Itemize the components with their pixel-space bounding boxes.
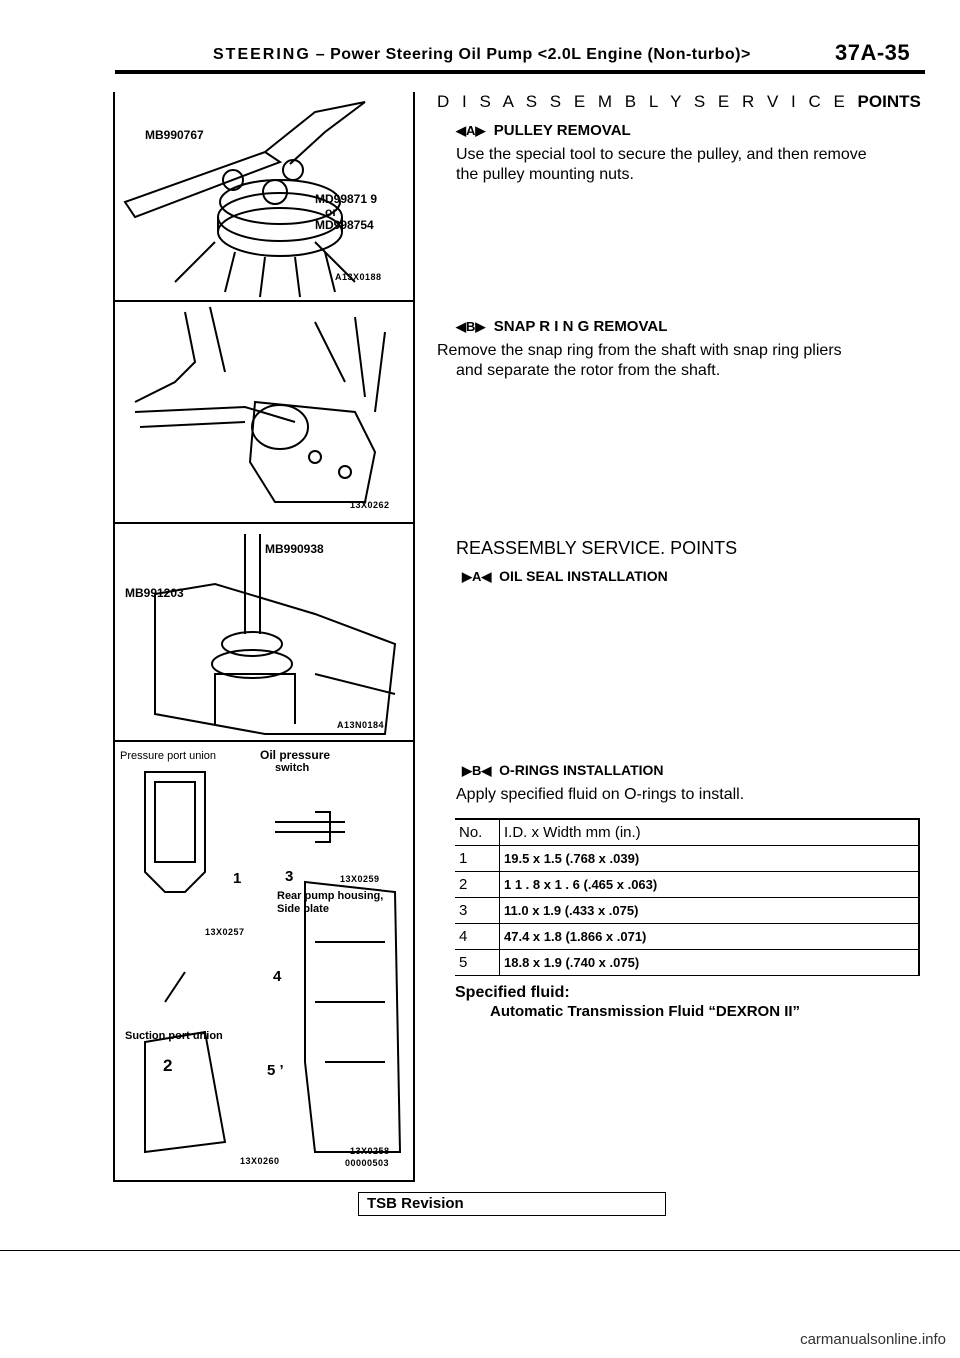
figure-snap-ring-removal: 13X0262 [115,302,413,524]
tool-label-or: or [325,205,337,219]
reassembly-a-marker: ▶A◀ [462,569,492,584]
table-header-no: No. [455,818,500,846]
step-a-marker: ◀A▶ [456,123,486,138]
disassembly-heading: D I S A S S E M B L Y S E R V I C E POIN… [437,92,921,112]
header-section: STEERING [213,46,311,63]
table-cell-no: 4 [455,923,500,950]
oil-seal-tool-illustration [154,534,397,735]
page-header: STEERING – Power Steering Oil Pump <2.0L… [213,40,910,65]
reassembly-b-title: ▶B◀ O-RINGS INSTALLATION [462,762,664,779]
table-row: 5 18.8 x 1.9 (.740 x .075) [455,949,920,976]
header-engine: Engine [586,46,643,63]
page-number: 37A-35 [835,40,911,65]
label-rear-pump-housing: Rear pump housing, [277,890,384,902]
label-switch: switch [275,762,310,774]
fluid-label: Specified fluid: [455,984,570,1001]
step-b-title-text: SNAP R I N G REMOVAL [493,318,668,335]
table-cell-no: 1 [455,845,500,872]
figure-oil-seal-installation: MB990938 MB991203 A13N0184 [115,524,413,742]
table-row: 3 11.0 x 1.9 (.433 x .075) [455,897,920,924]
reassembly-heading: REASSEMBLY SERVICE. POINTS [456,538,738,558]
figure-code: 00000503 [345,1158,390,1168]
reassembly-a-title: ▶A◀ OIL SEAL INSTALLATION [462,568,668,585]
step-b-title: ◀B▶ SNAP R I N G REMOVAL [456,318,667,335]
o-ring-spec-table: No. I.D. x Width mm (in.) 1 19.5 x 1.5 (… [455,818,920,976]
figure-code: 13X0260 [240,1156,280,1166]
fluid-value: Automatic Transmission Fluid “DEXRON II” [490,1003,801,1020]
table-cell-dim: 19.5 x 1.5 (.768 x .039) [499,845,920,872]
reassembly-a-title-text: OIL SEAL INSTALLATION [499,568,668,584]
tool-label-md998754: MD998754 [315,218,374,232]
step-a-line2: the pulley mounting nuts. [456,166,634,183]
disassembly-heading-text: D I S A S S E M B L Y S E R V I C E [437,92,849,111]
step-a-title: ◀A▶ PULLEY REMOVAL [456,122,631,139]
tool-label-mb990767: MB990767 [145,128,204,142]
table-row: 4 47.4 x 1.8 (1.866 x .071) [455,923,920,950]
table-header-row: No. I.D. x Width mm (in.) [455,818,920,846]
reassembly-b-marker: ▶B◀ [462,763,492,778]
reassembly-b-title-text: O-RINGS INSTALLATION [499,762,664,778]
table-header-dim: I.D. x Width mm (in.) [499,818,920,846]
figure-column: MB990767 MD99871 9 or MD998754 A13X0188 … [113,92,415,1182]
label-side-plate: Side plate [277,903,329,915]
callout-1: 1 [233,870,242,887]
figure-pulley-removal: MB990767 MD99871 9 or MD998754 A13X0188 [115,92,413,302]
step-b-line2: and separate the rotor from the shaft. [456,362,721,379]
table-cell-dim: 11.0 x 1.9 (.433 x .075) [499,897,920,924]
disassembly-heading-end: POINTS [857,92,921,111]
tsb-revision-box: TSB Revision [358,1192,666,1216]
label-suction-port-union: Suction port union [125,1030,223,1042]
table-cell-no: 2 [455,871,500,898]
header-rule [115,70,925,74]
table-row: 2 1 1 . 8 x 1 . 6 (.465 x .063) [455,871,920,898]
figure-code: 13X0259 [340,874,380,884]
callout-5: 5 ’ [267,1062,284,1079]
label-oil-pressure: Oil pressure [260,748,331,762]
step-b-marker: ◀B▶ [456,319,486,334]
header-dash: – [315,46,326,63]
reassembly-b-line1: Apply specified fluid on O-rings to inst… [456,786,745,803]
table-cell-dim: 1 1 . 8 x 1 . 6 (.465 x .063) [499,871,920,898]
header-engine-tag: <2.0L [537,46,582,63]
figure-code: 13X0258 [350,1146,390,1156]
snap-ring-pliers-illustration [134,306,386,503]
pulley-tool-illustration [123,101,366,298]
table-cell-no: 5 [455,949,500,976]
figure-o-ring-locations: Pressure port union Oil pressure switch … [115,742,413,1182]
figure-code: 13X0262 [350,500,390,510]
figure-code: A13X0188 [335,272,382,282]
step-a-title-text: PULLEY REMOVAL [493,122,631,139]
tool-label-mb991203: MB991203 [125,586,184,600]
callout-4: 4 [273,968,282,985]
table-row: 1 19.5 x 1.5 (.768 x .039) [455,845,920,872]
o-ring-locations-illustration [144,771,402,1154]
step-a-line1: Use the special tool to secure the pulle… [456,146,867,163]
tool-label-md998719: MD99871 9 [315,192,378,206]
header-turbo: (Non-turbo)> [647,46,751,63]
callout-2: 2 [163,1056,173,1075]
header-title: Power Steering Oil Pump [330,46,533,63]
label-pressure-port-union: Pressure port union [120,750,216,762]
table-cell-dim: 47.4 x 1.8 (1.866 x .071) [499,923,920,950]
watermark: carmanualsonline.info [800,1331,946,1348]
tool-label-mb990938: MB990938 [265,542,324,556]
table-cell-dim: 18.8 x 1.9 (.740 x .075) [499,949,920,976]
step-b-line1: Remove the snap ring from the shaft with… [437,342,842,359]
footer-rule [0,1250,960,1251]
callout-3: 3 [285,868,294,885]
figure-code: A13N0184 [337,720,385,730]
figure-code: 13X0257 [205,927,245,937]
table-cell-no: 3 [455,897,500,924]
